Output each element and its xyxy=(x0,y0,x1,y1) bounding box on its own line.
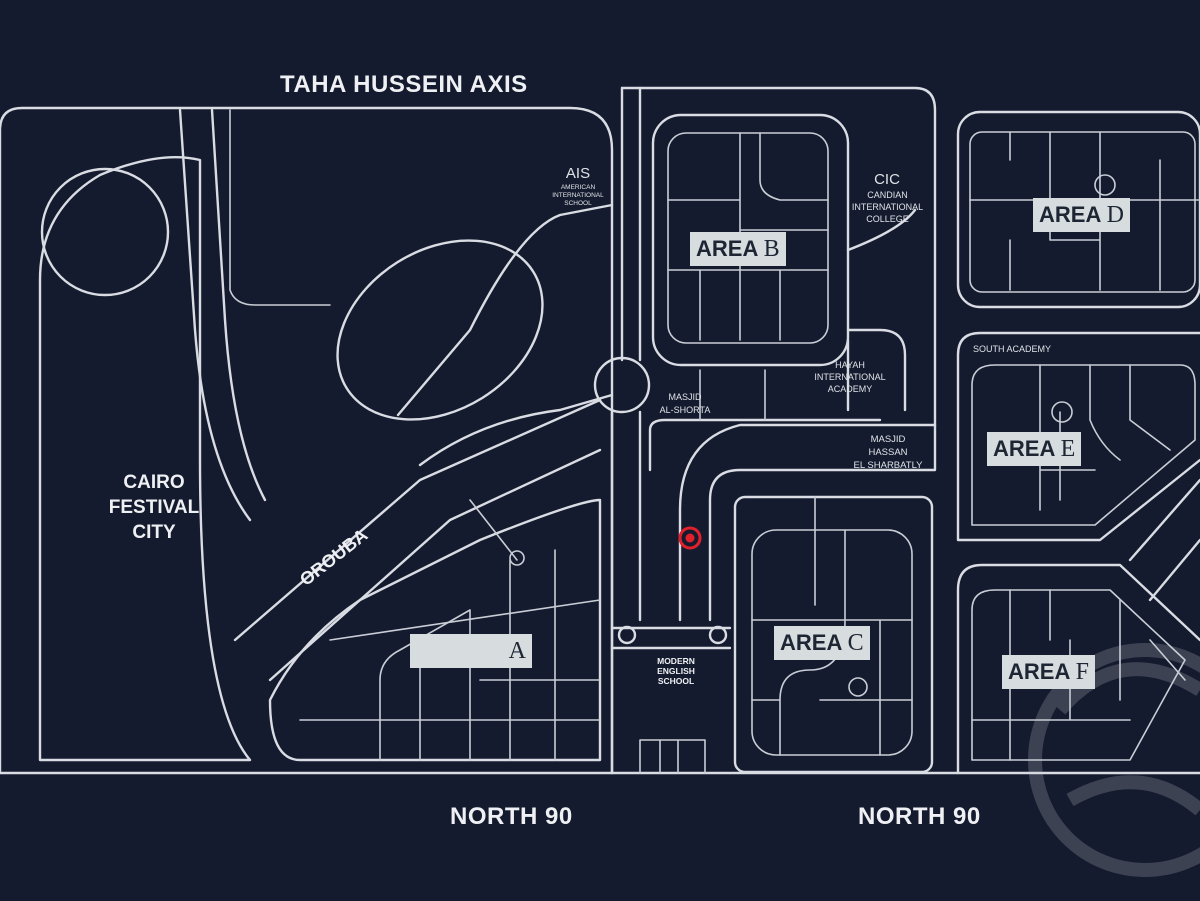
area-c-label[interactable]: AREA C xyxy=(774,626,870,660)
shorta-line-2: AL-SHORTA xyxy=(659,405,711,415)
school-lots xyxy=(639,739,706,774)
area-d-inner xyxy=(969,131,1196,293)
masjid-road xyxy=(648,418,882,472)
cic-line-2: INTERNATIONAL xyxy=(851,202,924,212)
mes-line-1: MODERN xyxy=(657,656,695,666)
mes-line-2: ENGLISH xyxy=(657,666,695,676)
ais-subtitle: AMERICAN INTERNATIONAL SCHOOL xyxy=(545,184,611,208)
area-b-prefix: AREA xyxy=(696,236,764,261)
hub-connector xyxy=(396,203,614,417)
masjid-streets xyxy=(699,369,766,421)
area-e-letter: E xyxy=(1060,436,1076,462)
cairo-festival-city-label: CAIRO FESTIVAL CITY xyxy=(84,470,224,545)
festival-city-lobe xyxy=(38,155,252,762)
area-f-label[interactable]: AREA F xyxy=(1002,655,1095,689)
area-d-roundabout xyxy=(1094,174,1116,196)
central-roundabout xyxy=(593,356,651,414)
district-line-3: CITY xyxy=(132,522,176,543)
watermark-logo xyxy=(1028,643,1200,877)
cic-line-1: CANDIAN xyxy=(867,190,908,200)
area-a-label[interactable]: A xyxy=(410,634,532,668)
area-a-letter: A xyxy=(508,638,526,664)
south-academy-label: SOUTH ACADEMY xyxy=(972,344,1051,354)
orouba-road-bottom xyxy=(268,448,602,682)
area-d-boundary xyxy=(956,110,1200,309)
hayah-academy-label: HAYAH INTERNATIONAL ACADEMY xyxy=(805,359,895,395)
area-e-inner xyxy=(971,364,1196,526)
central-diagonal xyxy=(678,423,937,622)
area-e-boundary xyxy=(956,331,1200,542)
festival-street xyxy=(229,109,331,306)
central-road-north xyxy=(620,86,642,362)
area-c-prefix: AREA xyxy=(780,630,848,655)
cic-title: CIC xyxy=(874,171,900,188)
area-d-label[interactable]: AREA D xyxy=(1033,198,1130,232)
area-f-boundary xyxy=(956,563,1200,775)
ais-line-1: AMERICAN xyxy=(560,184,596,191)
ais-line-2: INTERNATIONAL xyxy=(552,192,604,199)
area-a-spur xyxy=(469,499,518,561)
area-e-prefix: AREA xyxy=(993,436,1061,461)
east-diagonal xyxy=(1128,478,1200,602)
cic-line-3: COLLEGE xyxy=(866,214,909,224)
district-line-2: FESTIVAL xyxy=(108,497,200,518)
district-line-1: CAIRO xyxy=(123,472,185,493)
area-b-outer xyxy=(620,86,937,622)
taha-hussein-axis-label: TAHA HUSSEIN AXIS xyxy=(280,71,528,98)
area-c-roundabout xyxy=(848,677,868,697)
ais-title: AIS xyxy=(565,165,591,182)
central-road-south xyxy=(610,410,642,775)
festival-inner-road xyxy=(178,108,252,522)
hassan-line-1: MASJID xyxy=(870,434,906,445)
area-b-boundary xyxy=(651,113,850,367)
hayah-line-1: HAYAH xyxy=(835,360,865,370)
masjid-al-shorta-label: MASJID AL-SHORTA xyxy=(650,391,720,417)
ais-line-3: SCHOOL xyxy=(564,200,592,207)
mes-line-3: SCHOOL xyxy=(657,676,695,686)
area-d-letter: D xyxy=(1106,202,1124,228)
area-b-spur xyxy=(846,208,917,252)
area-a-boundary xyxy=(268,498,602,762)
festival-roundabout xyxy=(40,167,170,297)
north-90-label-left: NORTH 90 xyxy=(450,803,573,830)
hub-connector-2 xyxy=(418,393,614,467)
area-e-label[interactable]: AREA E xyxy=(987,432,1082,466)
area-d-prefix: AREA xyxy=(1039,202,1107,227)
festival-city-boundary xyxy=(0,106,614,775)
hassan-line-3: EL SHARBATLY xyxy=(853,460,923,471)
modern-english-school-label: MODERN ENGLISH SCHOOL xyxy=(645,656,707,686)
area-c-letter: C xyxy=(847,630,864,656)
area-b-label[interactable]: AREA B xyxy=(690,232,786,266)
location-marker-icon xyxy=(678,526,702,550)
hayah-line-2: INTERNATIONAL xyxy=(814,372,886,382)
hassan-line-2: HASSAN xyxy=(868,447,908,458)
area-f-prefix: AREA xyxy=(1008,659,1076,684)
area-f-inner xyxy=(971,589,1186,761)
area-b-inner xyxy=(667,132,829,344)
orouba-road-top xyxy=(233,398,602,642)
small-roundabout-left xyxy=(617,625,637,645)
area-c-streets xyxy=(751,496,913,756)
area-a-roundabout xyxy=(509,550,525,566)
festival-inner-road-2 xyxy=(210,108,267,502)
area-f-letter: F xyxy=(1075,659,1089,685)
area-c-boundary xyxy=(733,495,934,774)
area-c-inner xyxy=(751,529,913,756)
shorta-line-1: MASJID xyxy=(668,392,702,402)
masjid-hassan-label: MASJID HASSAN EL SHARBATLY xyxy=(838,433,938,472)
cic-subtitle: CANDIAN INTERNATIONAL COLLEGE xyxy=(840,189,935,225)
hayah-line-3: ACADEMY xyxy=(827,384,873,394)
oval-hub xyxy=(336,239,544,421)
north-90-label-right: NORTH 90 xyxy=(858,803,981,830)
area-b-letter: B xyxy=(763,236,780,262)
small-roundabout-right xyxy=(708,625,728,645)
area-e-roundabout xyxy=(1051,401,1073,423)
area-a-street xyxy=(379,609,471,761)
area-b-south-road xyxy=(846,328,907,412)
